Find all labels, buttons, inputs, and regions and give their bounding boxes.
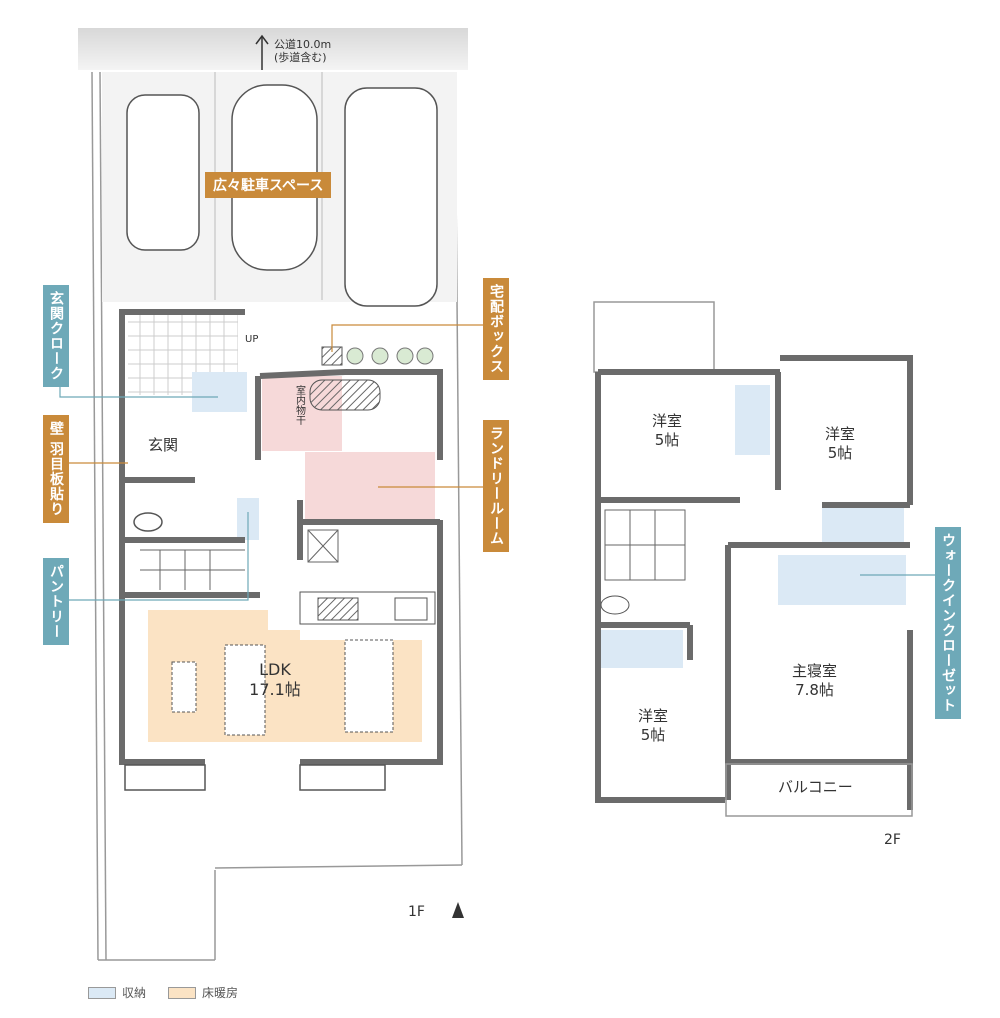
callout-laundry-room: ランドリールーム — [483, 420, 509, 552]
walls-1f — [119, 309, 443, 765]
toilet-icon — [133, 512, 163, 532]
balcony-outline — [725, 763, 913, 817]
callout-pantry: パントリー — [43, 558, 69, 645]
toilet-icon — [600, 595, 630, 615]
callout-delivery-box: 宅配ボックス — [483, 278, 509, 380]
room-size: 5帖 — [654, 430, 680, 449]
legend-storage: 収納 — [88, 984, 146, 1001]
legend-label: 収納 — [122, 986, 147, 1000]
room-name: 洋室 — [825, 425, 856, 443]
car-icon — [126, 94, 200, 251]
indoor-drying-label: 室内物干 — [293, 385, 305, 425]
room-western-c: 洋室 5帖 — [638, 707, 668, 745]
room-name: 洋室 — [652, 412, 683, 430]
legend-swatch-floor-heating — [168, 986, 196, 999]
road-note: (歩道含む) — [274, 51, 327, 65]
room-ldk: LDK 17.1帖 — [245, 660, 305, 700]
room-western-a: 洋室 5帖 — [652, 412, 682, 450]
room-ldk-size: 17.1帖 — [249, 680, 301, 699]
room-size: 5帖 — [827, 443, 853, 462]
parking-space-label: 広々駐車スペース — [205, 172, 332, 198]
stove-icon — [394, 597, 428, 621]
room-ldk-name: LDK — [259, 660, 291, 679]
room-size: 7.8帖 — [795, 680, 834, 699]
kitchen-sink-icon — [317, 597, 359, 621]
room-name: 主寝室 — [792, 662, 838, 680]
road-width: 公道10.0m — [274, 38, 332, 51]
room-western-b: 洋室 5帖 — [825, 425, 855, 463]
room-entrance: 玄関 — [148, 436, 179, 454]
north-arrow-icon — [452, 902, 464, 918]
legend-floor-heating: 床暖房 — [168, 984, 238, 1001]
room-name: 洋室 — [638, 707, 669, 725]
road — [78, 28, 468, 70]
room-master-bedroom: 主寝室 7.8帖 — [792, 662, 837, 700]
callout-entrance-cloak: 玄関クローク — [43, 285, 69, 387]
floor-label-1f: 1F — [408, 904, 425, 920]
stairs-up-label: UP — [245, 334, 259, 345]
road-label: 公道10.0m (歩道含む) — [274, 38, 331, 64]
legend-swatch-storage — [88, 986, 116, 999]
arrow-up-icon — [255, 34, 269, 45]
room-size: 5帖 — [640, 725, 666, 744]
callout-wall-paneling: 壁 羽目板貼り — [43, 415, 69, 523]
car-icon — [344, 87, 438, 307]
bathtub-icon — [309, 379, 381, 411]
legend-label: 床暖房 — [202, 986, 239, 1000]
walls-2f — [595, 355, 913, 810]
floor-label-2f: 2F — [884, 832, 901, 848]
room-balcony: バルコニー — [778, 778, 853, 796]
callout-walk-in-closet: ウォークインクローゼット — [935, 527, 961, 719]
